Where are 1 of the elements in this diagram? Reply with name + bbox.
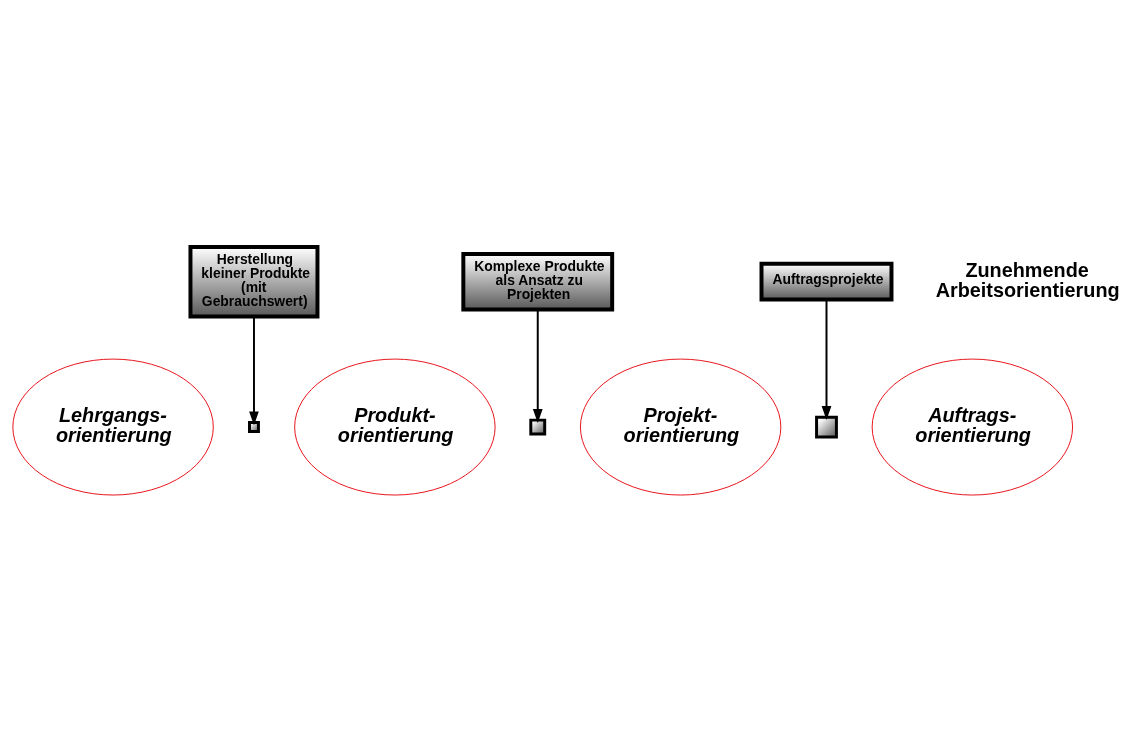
label: Zunehmende Arbeitsorientierung — [935, 258, 1120, 301]
